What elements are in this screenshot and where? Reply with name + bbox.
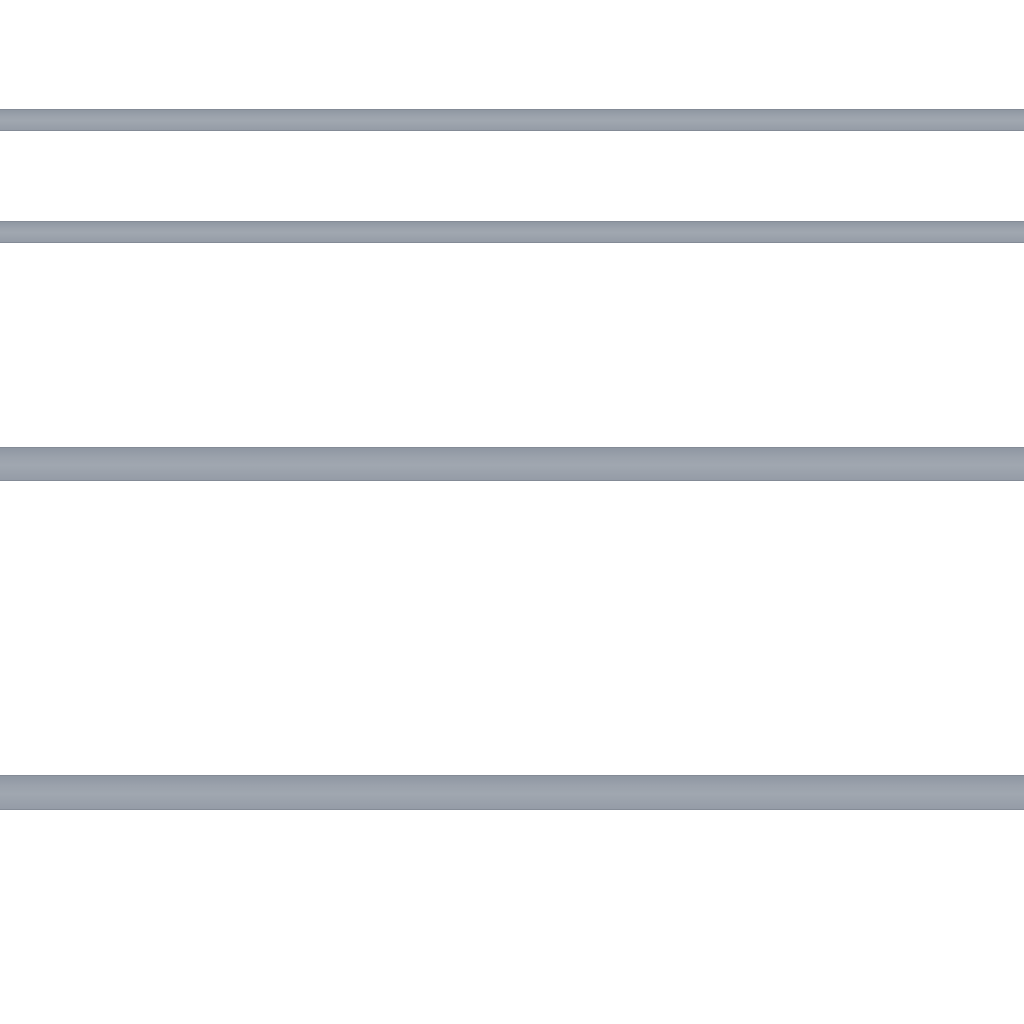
horizontal-divider [0,221,1024,243]
horizontal-divider [0,447,1024,481]
horizontal-divider [0,775,1024,810]
horizontal-divider [0,109,1024,131]
